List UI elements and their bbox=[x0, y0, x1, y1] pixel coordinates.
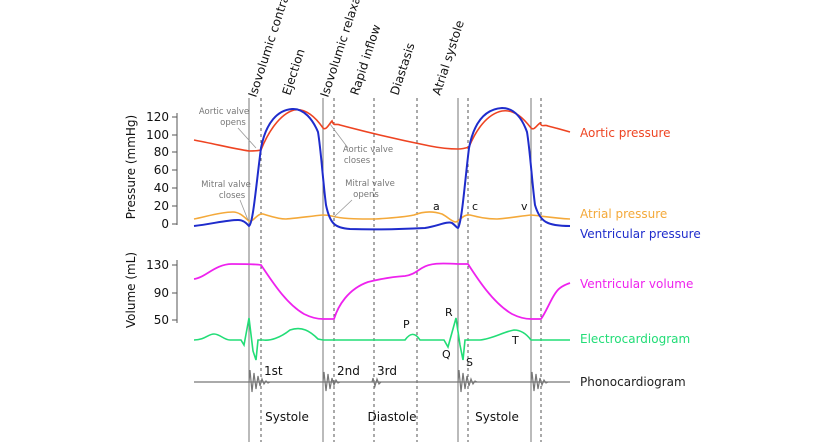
pointer-mitral-opens bbox=[333, 199, 353, 218]
phase-dividers bbox=[248, 98, 542, 442]
ventricular-pressure-curve bbox=[193, 106, 571, 231]
label-systole-second: Systole bbox=[475, 410, 519, 424]
note-mitral-opens-line1: Mitral valve bbox=[345, 179, 395, 189]
label-atrial-a-wave: a bbox=[433, 200, 440, 213]
pressure-tick-100: 100 bbox=[146, 128, 169, 142]
label-ecg-t-wave: T bbox=[511, 334, 519, 347]
phono-burst-second-repeat bbox=[530, 371, 549, 392]
legend-electrocardiogram: Electrocardiogram bbox=[580, 332, 690, 346]
label-ecg-r-wave: R bbox=[445, 306, 453, 319]
volume-tick-90: 90 bbox=[154, 286, 169, 300]
phono-burst-first-repeat bbox=[457, 369, 478, 393]
phono-burst-first bbox=[248, 369, 271, 393]
legend-phonocardiogram: Phonocardiogram bbox=[580, 375, 686, 389]
ecg-curve bbox=[193, 317, 570, 361]
pressure-tick-20: 20 bbox=[154, 199, 169, 213]
note-aortic-closes-line1: Aortic valve bbox=[343, 145, 393, 155]
volume-tick-50: 50 bbox=[154, 313, 169, 327]
note-aortic-opens-line1: Aortic valve bbox=[199, 107, 249, 117]
note-aortic-closes-line2: closes bbox=[344, 156, 371, 166]
pressure-tick-80: 80 bbox=[154, 145, 169, 159]
phase-label-rapid-inflow: Rapid inflow bbox=[348, 23, 384, 97]
phonocardiogram-trace bbox=[194, 369, 570, 393]
label-diastole: Diastole bbox=[368, 410, 417, 424]
phase-label-diastasis: Diastasis bbox=[388, 41, 418, 97]
note-aortic-opens-line2: opens bbox=[220, 118, 246, 128]
note-mitral-opens-line2: opens bbox=[353, 190, 379, 200]
pressure-axis: Pressure (mmHg) 120 100 80 60 40 20 0 bbox=[124, 110, 178, 231]
legend-ventricular-volume: Ventricular volume bbox=[580, 277, 693, 291]
pressure-tick-40: 40 bbox=[154, 181, 169, 195]
pressure-tick-60: 60 bbox=[154, 163, 169, 177]
volume-axis-ticks bbox=[172, 264, 177, 321]
phono-burst-second bbox=[322, 371, 341, 392]
pressure-axis-title: Pressure (mmHg) bbox=[124, 115, 138, 219]
period-labels: Systole Diastole Systole bbox=[265, 410, 519, 424]
legend-aortic-pressure: Aortic pressure bbox=[580, 126, 671, 140]
volume-axis-title: Volume (mL) bbox=[124, 252, 138, 328]
heart-sound-labels: 1st 2nd 3rd bbox=[264, 364, 397, 378]
legend-ventricular-pressure: Ventricular pressure bbox=[580, 227, 701, 241]
pointer-aortic-closes bbox=[329, 123, 349, 149]
label-ecg-q-wave: Q bbox=[442, 348, 451, 361]
pressure-tick-0: 0 bbox=[161, 217, 169, 231]
wave-labels: a c v P R Q S T bbox=[403, 200, 528, 369]
note-mitral-closes-line2: closes bbox=[219, 191, 246, 201]
label-ecg-s-wave: S bbox=[466, 356, 473, 369]
label-third-heart-sound: 3rd bbox=[377, 364, 397, 378]
pointer-aortic-opens bbox=[237, 127, 257, 149]
pressure-tick-120: 120 bbox=[146, 110, 169, 124]
valve-annotations: Aortic valve opens Aortic valve closes M… bbox=[199, 107, 395, 221]
pointer-mitral-closes bbox=[239, 199, 249, 221]
pressure-axis-ticks bbox=[172, 116, 177, 225]
atrial-pressure-curve bbox=[193, 211, 571, 223]
label-ecg-p-wave: P bbox=[403, 318, 410, 331]
phase-label-ejection: Ejection bbox=[280, 47, 308, 97]
volume-axis: Volume (mL) 130 90 50 bbox=[124, 252, 178, 328]
phase-label-atrial-systole: Atrial systole bbox=[430, 19, 467, 97]
legend-atrial-pressure: Atrial pressure bbox=[580, 207, 667, 221]
label-first-heart-sound: 1st bbox=[264, 364, 283, 378]
note-mitral-closes-line1: Mitral valve bbox=[201, 180, 251, 190]
label-second-heart-sound: 2nd bbox=[337, 364, 360, 378]
ventricular-volume-curve bbox=[193, 262, 571, 320]
phono-burst-third bbox=[371, 377, 382, 389]
volume-tick-130: 130 bbox=[146, 258, 169, 272]
label-atrial-c-wave: c bbox=[472, 200, 478, 213]
phase-labels: Isovolumic contraction Ejection Isovolum… bbox=[246, 0, 467, 99]
label-atrial-v-wave: v bbox=[521, 200, 528, 213]
aortic-pressure-curve bbox=[193, 108, 571, 152]
label-systole-first: Systole bbox=[265, 410, 309, 424]
legend: Aortic pressure Atrial pressure Ventricu… bbox=[580, 126, 701, 389]
